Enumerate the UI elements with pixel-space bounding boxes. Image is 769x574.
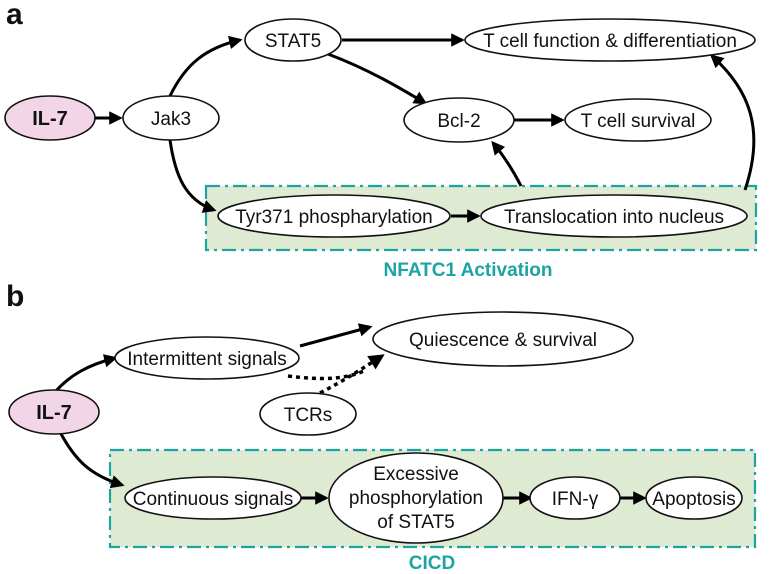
node-continuous-label: Continuous signals	[133, 489, 294, 510]
edge-il7-to-intermittent	[53, 354, 118, 393]
node-tcell-survival: T cell survival	[564, 98, 712, 142]
node-il7-a-label: IL-7	[32, 108, 68, 130]
node-tyr371-label: Tyr371 phospharylation	[235, 207, 433, 228]
nfatc1-activation-title: NFATC1 Activation	[384, 260, 553, 281]
node-continuous: Continuous signals	[124, 476, 302, 520]
node-tyr371: Tyr371 phospharylation	[217, 194, 451, 238]
node-excessive: Excessive phosphorylation of STAT5	[328, 452, 504, 544]
node-stat5: STAT5	[244, 18, 342, 62]
cicd-title: CICD	[409, 553, 455, 574]
node-stat5-label: STAT5	[265, 31, 321, 52]
node-excessive-label-1: Excessive	[373, 464, 459, 485]
edge-dotted-intermittent-tcrs	[287, 368, 367, 381]
node-jak3: Jak3	[122, 95, 220, 141]
edge-il7-to-continuous	[58, 431, 125, 489]
node-tcrs-label: TCRs	[284, 405, 333, 426]
edge-stat5-to-bcl2	[327, 52, 428, 105]
node-intermittent-label: Intermittent signals	[127, 349, 286, 370]
node-excessive-label-3: of STAT5	[377, 512, 454, 533]
node-apoptosis-label: Apoptosis	[652, 489, 735, 510]
edge-translocation-to-bcl2	[491, 140, 523, 187]
node-excessive-label-2: phosphorylation	[349, 488, 483, 509]
node-tcell-function-label: T cell function & differentiation	[483, 31, 737, 52]
panel-a-letter: a	[6, 0, 23, 31]
node-il7-a: IL-7	[4, 95, 96, 141]
node-apoptosis: Apoptosis	[645, 476, 743, 520]
edge-translocation-to-tcell-function	[709, 54, 756, 191]
node-translocation: Translocation into nucleus	[480, 194, 748, 238]
edge-dotted-tcrs-to-quiescence	[319, 354, 385, 395]
node-ifn-label: IFN-γ	[552, 489, 599, 510]
node-tcell-survival-label: T cell survival	[581, 111, 696, 132]
node-quiescence: Quiescence & survival	[372, 311, 634, 367]
edge-jak3-to-tyr371	[168, 139, 217, 213]
node-il7-b-label: IL-7	[36, 402, 72, 424]
node-il7-b: IL-7	[8, 389, 100, 435]
node-intermittent: Intermittent signals	[114, 336, 300, 380]
node-tcrs: TCRs	[259, 392, 357, 436]
node-tcell-function: T cell function & differentiation	[464, 18, 756, 62]
node-quiescence-label: Quiescence & survival	[409, 330, 597, 351]
node-bcl2-label: Bcl-2	[437, 111, 480, 132]
panel-b-letter: b	[6, 280, 24, 313]
node-translocation-label: Translocation into nucleus	[504, 207, 724, 228]
node-jak3-label: Jak3	[151, 109, 191, 130]
edge-intermittent-to-quiescence	[299, 323, 373, 348]
edge-jak3-to-stat5	[168, 35, 243, 97]
node-bcl2: Bcl-2	[403, 97, 515, 143]
node-ifn: IFN-γ	[529, 476, 621, 520]
